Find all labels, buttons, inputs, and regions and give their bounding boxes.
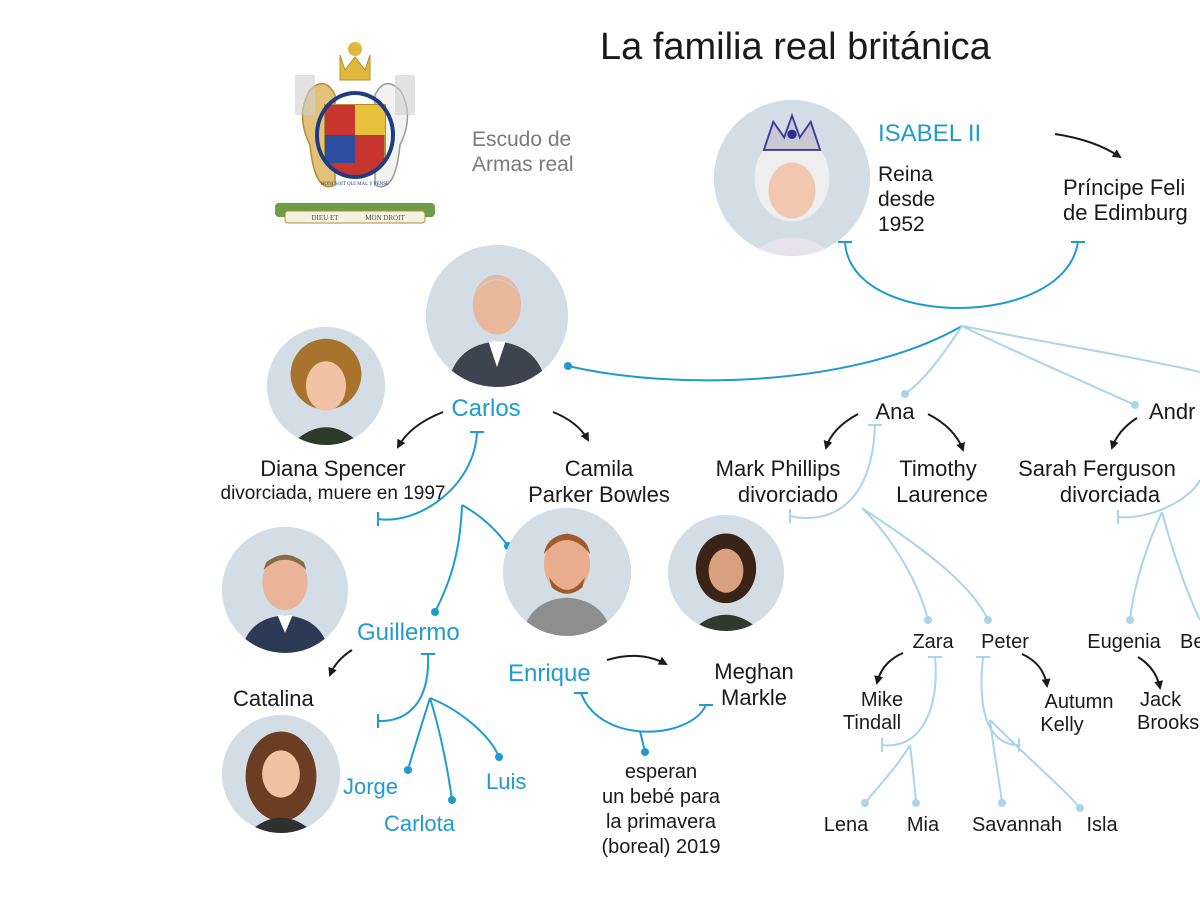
- node-carlos: [564, 362, 572, 370]
- queen-detail-2: desde: [878, 188, 936, 211]
- child-lena: Lena: [823, 814, 869, 836]
- baby-note-4: (boreal) 2019: [601, 836, 721, 858]
- philip-name-1: Príncipe Feli: [1063, 175, 1186, 200]
- line-to-carlos: [567, 325, 963, 382]
- diana-note: divorciada, muere en 1997: [220, 483, 446, 504]
- carlos-to-camila-arrow: [552, 411, 589, 442]
- coat-of-arms-caption-2: Armas real: [472, 153, 574, 176]
- guillermo-name: Guillermo: [357, 619, 460, 646]
- william-photo: [222, 527, 348, 653]
- child-isla: Isla: [1086, 814, 1118, 836]
- andrew-sarah-union: [1117, 479, 1200, 621]
- queen-to-philip-arrow: [1054, 133, 1122, 159]
- catalina-name: Catalina: [233, 686, 314, 711]
- autumn-name-1: Autumn: [1044, 691, 1114, 713]
- peter-autumn-union: [976, 656, 1081, 809]
- queen-detail-1: Reina: [878, 163, 933, 186]
- ana-name: Ana: [875, 399, 915, 424]
- coat-of-arms: HONI SOIT QUI MAL Y PENSE DIEU ET MON DR…: [255, 35, 455, 230]
- page-title: La familia real británica: [600, 26, 991, 68]
- camila-name-2: Parker Bowles: [528, 482, 670, 507]
- eugenia-name: Eugenia: [1087, 631, 1161, 653]
- motto-left: DIEU ET: [311, 214, 339, 222]
- queen-detail-3: 1952: [878, 213, 925, 236]
- child-luis: Luis: [486, 769, 527, 794]
- baby-note-3: la primavera: [605, 811, 717, 833]
- child-carlota: Carlota: [384, 811, 455, 836]
- mark-phillips-note: divorciado: [737, 482, 839, 507]
- diana-photo: [267, 327, 385, 445]
- enrique-name: Enrique: [508, 660, 591, 687]
- jack-name-2: Brooks: [1137, 712, 1200, 734]
- meghan-name-1: Meghan: [714, 659, 794, 684]
- child-savannah: Savannah: [971, 814, 1063, 836]
- harry-photo: [503, 508, 631, 636]
- peter-name: Peter: [981, 631, 1029, 653]
- carlos-to-diana-arrow: [397, 411, 444, 449]
- baby-note-1: esperan: [624, 761, 698, 783]
- ana-to-timothy-arrow: [927, 413, 965, 452]
- garter-motto: HONI SOIT QUI MAL Y PENSE: [321, 182, 389, 187]
- autumn-name-2: Kelly: [1040, 714, 1084, 736]
- queen-philip-union: [838, 241, 1085, 309]
- camila-name-1: Camila: [564, 456, 634, 481]
- sarah-note: divorciada: [1059, 482, 1161, 507]
- andrew-name: Andr: [1149, 399, 1196, 424]
- motto-right: MON DROIT: [365, 214, 405, 222]
- mike-name-1: Mike: [860, 689, 904, 711]
- carlos-diana-union: [377, 431, 509, 613]
- eugenia-to-jack-arrow: [1137, 656, 1164, 690]
- jack-name-1: Jack: [1140, 689, 1182, 711]
- zara-name: Zara: [912, 631, 954, 653]
- charles-photo: [426, 245, 568, 387]
- timothy-name-1: Timothy: [899, 456, 977, 481]
- meghan-name-2: Markle: [720, 685, 788, 710]
- guillermo-to-catalina-arrow: [328, 649, 353, 677]
- mike-name-2: Tindall: [842, 712, 902, 734]
- queen-name: ISABEL II: [878, 120, 982, 147]
- peter-to-autumn-arrow: [1021, 653, 1051, 688]
- child-jorge: Jorge: [343, 774, 399, 799]
- coat-of-arms-caption-1: Escudo de: [472, 128, 572, 151]
- enrique-to-meghan-arrow: [606, 654, 668, 665]
- sarah-name: Sarah Ferguson: [1018, 456, 1176, 481]
- ana-to-mark-arrow: [823, 413, 859, 450]
- enrique-meghan-union: [574, 692, 713, 753]
- zara-to-mike-arrow: [874, 652, 904, 685]
- guillermo-catalina-union: [377, 653, 500, 801]
- catherine-photo: [222, 715, 340, 833]
- ana-mark-union: [789, 424, 989, 621]
- lines-to-siblings: [904, 325, 1200, 406]
- beatrice-name: Be: [1180, 631, 1200, 653]
- child-mia: Mia: [906, 814, 940, 836]
- meghan-photo: [668, 515, 784, 631]
- queen-photo: [714, 100, 870, 256]
- timothy-name-2: Laurence: [896, 482, 988, 507]
- philip-name-2: de Edimburg: [1063, 200, 1188, 225]
- andrew-to-sarah-arrow: [1109, 417, 1138, 450]
- baby-note-2: un bebé para: [602, 786, 720, 808]
- mark-phillips-name: Mark Phillips: [715, 456, 841, 481]
- diana-name: Diana Spencer: [260, 456, 406, 481]
- carlos-name: Carlos: [451, 395, 521, 422]
